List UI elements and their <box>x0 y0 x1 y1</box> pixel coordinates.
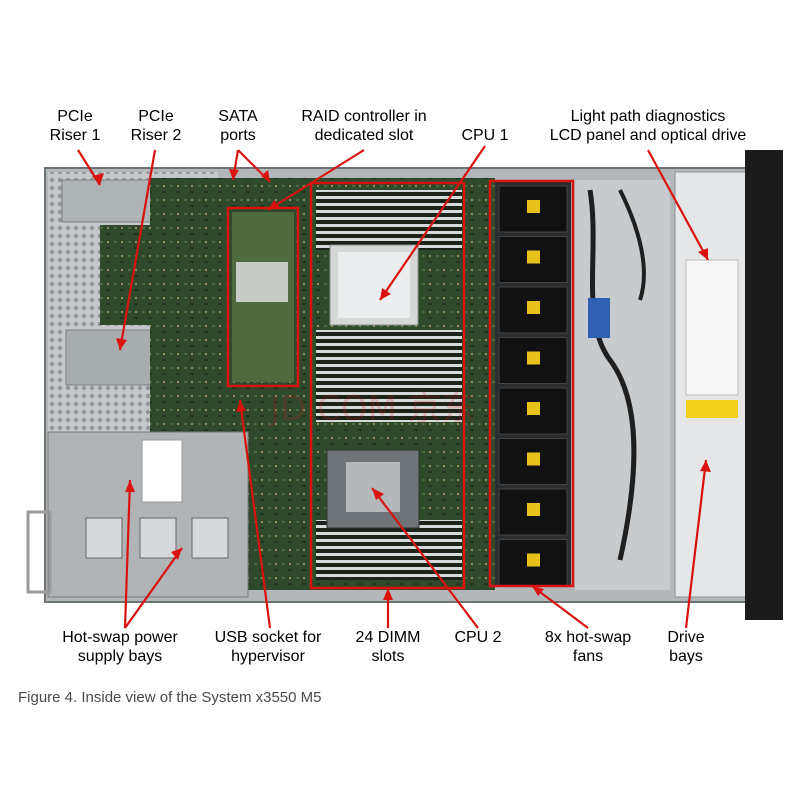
arrow-psu-1 <box>123 479 132 629</box>
arrow-cpu-1 <box>379 145 486 301</box>
arrowhead-psu-2 <box>171 548 182 560</box>
fan-sticker <box>527 553 540 567</box>
cable-2 <box>618 189 646 301</box>
arrowhead-light-path <box>698 248 708 260</box>
arrowhead-cpu-2 <box>372 488 384 500</box>
arrowhead-pcie-riser-1 <box>92 173 104 185</box>
label-power-supply-bays: Hot-swap power supply bays <box>62 629 178 665</box>
psu-handle <box>26 510 52 594</box>
arrowhead-dimm <box>383 588 393 600</box>
fan-sticker <box>527 250 540 264</box>
fan-sticker <box>527 351 540 365</box>
arrowhead-cpu-1 <box>380 288 391 300</box>
dimm-bank-1 <box>316 190 462 250</box>
front-bezel <box>745 150 783 620</box>
psu-slot-2 <box>139 517 177 559</box>
cpu-1-plate <box>338 252 410 318</box>
fan-callout-box <box>488 179 575 588</box>
warning-sticker <box>686 400 738 418</box>
riser-board-left <box>100 225 220 325</box>
raid-heatsink <box>236 262 288 302</box>
label-cpu-1: CPU 1 <box>461 127 509 144</box>
raid-callout-box <box>226 206 300 388</box>
arrow-raid <box>267 149 365 211</box>
cpu-2-chip <box>346 462 400 512</box>
dimm-bank-2 <box>316 330 462 422</box>
cable <box>587 189 637 561</box>
psu-slot-3 <box>191 517 229 559</box>
arrow-cpu-2 <box>371 487 479 629</box>
watermark: JD.COM 京东 <box>268 389 476 429</box>
arrow-pcie-riser-2 <box>118 149 157 351</box>
fan-sticker <box>527 452 540 466</box>
service-label <box>685 259 739 396</box>
label-drive-bays: Drive bays <box>667 629 705 665</box>
psu-label <box>141 439 183 503</box>
fan-sticker <box>527 200 540 213</box>
label-dimm-slots: 24 DIMM slots <box>355 629 421 665</box>
label-cpu-2: CPU 2 <box>454 629 502 646</box>
arrowhead-psu-1 <box>125 480 135 492</box>
label-usb-socket: USB socket for hypervisor <box>214 629 322 665</box>
fan-sticker <box>527 402 540 415</box>
blue-connector <box>588 298 610 338</box>
arrow-usb <box>238 399 272 629</box>
arrowhead-pcie-riser-2 <box>116 338 127 350</box>
label-raid-controller: RAID controller in dedicated slot <box>301 108 427 144</box>
dimm-bank-3 <box>316 520 462 580</box>
arrow-light-path <box>647 149 709 261</box>
fan-sticker <box>527 301 540 314</box>
label-sata-ports: SATA ports <box>218 108 258 144</box>
label-light-path: Light path diagnostics LCD panel and opt… <box>549 108 747 144</box>
arrowhead-sata-1 <box>229 169 239 180</box>
fan-modules <box>498 185 568 586</box>
figure-caption: Figure 4. Inside view of the System x355… <box>18 689 322 706</box>
arrowhead-usb <box>236 400 246 412</box>
psu-slot-1 <box>85 517 123 559</box>
arrow-psu-2 <box>124 547 183 629</box>
label-fans: 8x hot-swap fans <box>544 629 632 665</box>
fan-sticker <box>527 503 540 516</box>
arrowhead-fans <box>532 586 544 596</box>
arrowhead-drive-bays <box>700 460 711 472</box>
arrow-drive-bays <box>684 459 708 629</box>
label-pcie-riser-2: PCIe Riser 2 <box>130 108 182 144</box>
arrowhead-sata-2 <box>261 170 270 182</box>
label-pcie-riser-1: PCIe Riser 1 <box>49 108 101 144</box>
arrowhead-raid <box>268 200 280 210</box>
arrow-fans <box>531 585 589 629</box>
